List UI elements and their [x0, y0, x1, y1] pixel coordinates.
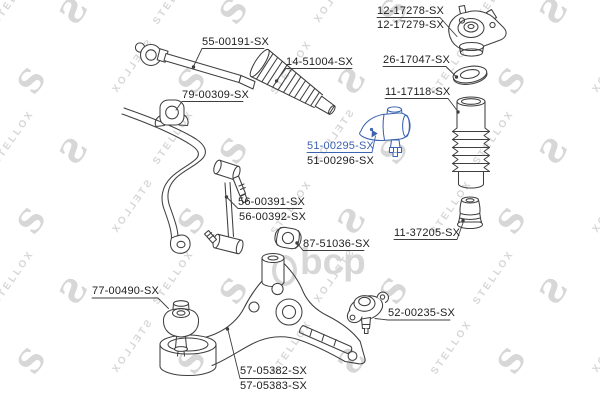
part-label-stabilizer-link-2: 56-00392-SX: [239, 211, 307, 223]
part-label-front-bushing: 77-00490-SX: [92, 285, 160, 297]
stabilizer-link-drawing: [203, 159, 249, 255]
part-label-ball-joint: 52-00235-SX: [388, 307, 456, 319]
tie-rod-end-drawing: [359, 106, 411, 158]
part-label-tie-rod-end-highlighted: 51-00295-SX: [307, 140, 375, 152]
steering-rack-boot-drawing: [249, 48, 336, 115]
part-label-inner-tie-rod: 55-00191-SX: [202, 36, 270, 48]
control-arm-front-bushing-drawing: [162, 300, 200, 357]
strut-mount-drawing: [448, 4, 507, 57]
bump-stop-drawing: [456, 196, 484, 230]
leader-lines: [91, 17, 465, 379]
part-label-rack-boot: 14-51004-SX: [286, 56, 354, 68]
shop-watermark-circle-icon: [272, 255, 297, 286]
control-arm-drawing: [159, 252, 366, 377]
part-label-control-arm-1: 57-05382-SX: [240, 365, 308, 377]
shop-watermark: bcp: [272, 241, 366, 286]
part-label-tie-rod-end-2: 51-00296-SX: [307, 155, 375, 167]
stabilizer-bushing-drawing: [154, 99, 189, 128]
part-label-stabilizer-bushing: 79-00309-SX: [182, 89, 250, 101]
stabilizer-bar-drawing: [121, 107, 206, 254]
inner-tie-rod-drawing: [134, 42, 256, 90]
mount-bearing-ring-drawing: [452, 65, 488, 85]
part-label-bearing-ring: 26-17047-SX: [383, 54, 451, 66]
shop-watermark-text: bcp: [300, 241, 366, 282]
part-label-bump-stop: 11-37205-SX: [394, 227, 461, 239]
part-label-stabilizer-link-1: 56-00391-SX: [238, 196, 306, 208]
control-arm-rear-bushing-drawing: [274, 226, 302, 250]
part-label-control-arm-2: 57-05383-SX: [240, 380, 308, 392]
part-label-rear-bushing: 87-51036-SX: [303, 238, 371, 250]
part-label-shock-boot: 11-17118-SX: [385, 86, 451, 98]
part-label-strut-mount-1: 12-17278-SX: [377, 5, 445, 17]
ball-joint-drawing: [346, 291, 389, 335]
part-label-strut-mount-2: 12-17279-SX: [377, 19, 445, 31]
shock-absorber-boot-drawing: [451, 96, 491, 189]
